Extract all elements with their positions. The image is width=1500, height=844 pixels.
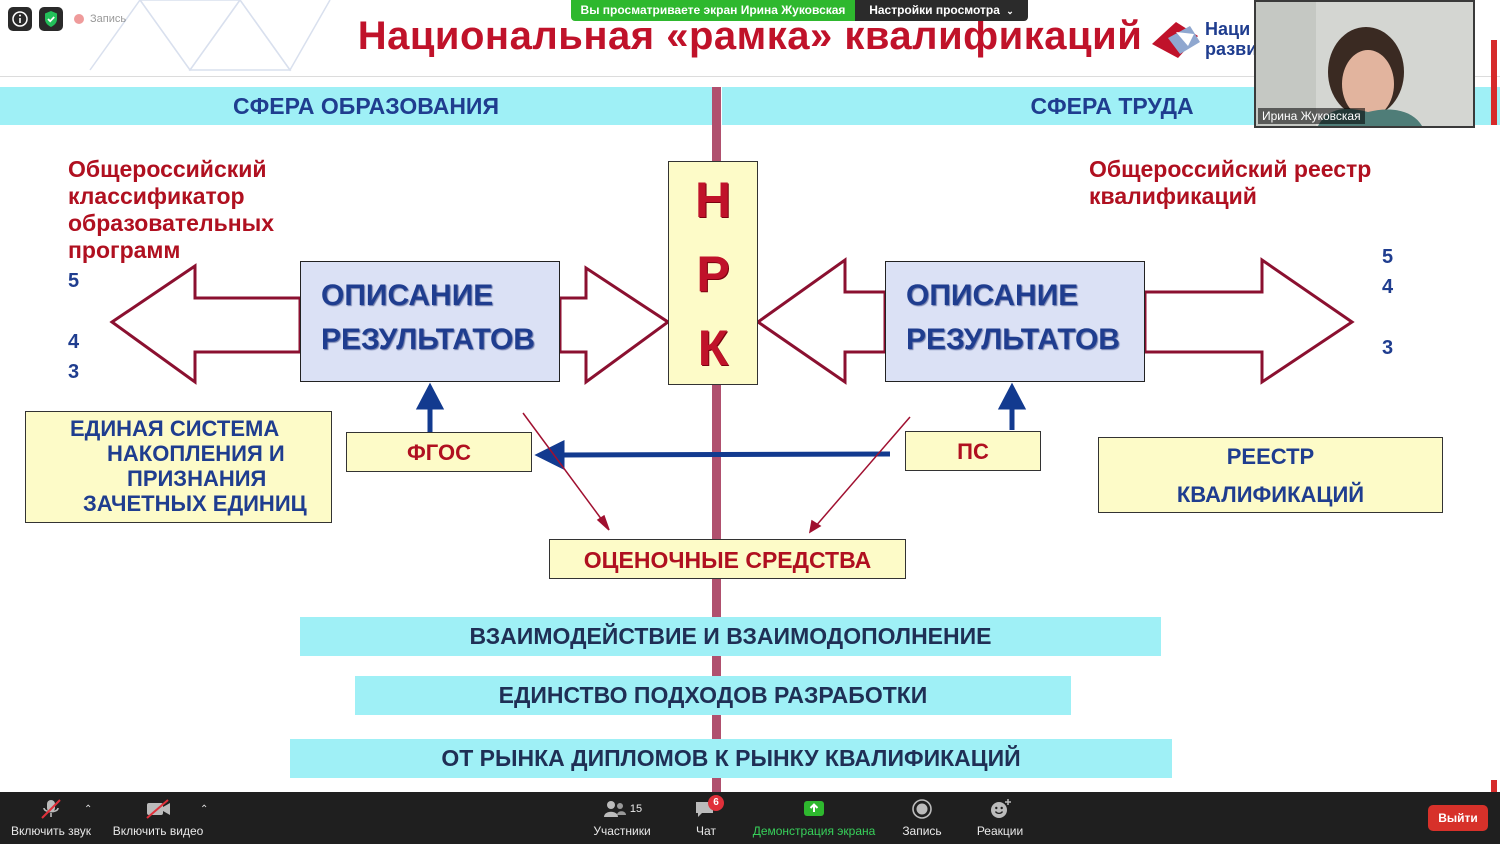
- market-transition-bar: ОТ РЫНКА ДИПЛОМОВ К РЫНКУ КВАЛИФИКАЦИЙ: [290, 739, 1172, 778]
- reactions-button[interactable]: Реакции: [972, 798, 1028, 838]
- education-sphere-band: СФЕРА ОБРАЗОВАНИЯ: [0, 87, 712, 125]
- right-registry-heading: Общероссийский реестр квалификаций: [1089, 156, 1372, 209]
- organization-logo-icon: [1152, 22, 1200, 58]
- share-screen-icon: [804, 801, 824, 816]
- right-big-arrow: [1143, 257, 1355, 385]
- slide-edge-mark: [1491, 40, 1497, 125]
- share-screen-button[interactable]: Демонстрация экрана: [748, 798, 880, 838]
- central-axis-line: [712, 87, 721, 792]
- chat-unread-badge: 6: [708, 795, 724, 811]
- unmute-button[interactable]: Включить звук: [8, 798, 94, 838]
- left-inner-arrow: [558, 265, 671, 385]
- right-level-5: 5: [1382, 246, 1394, 268]
- recording-indicator: Запись: [74, 9, 126, 29]
- diagram-arrows: [109, 257, 1355, 534]
- record-dot-icon: [74, 14, 84, 24]
- participants-button[interactable]: 15 Участники: [588, 798, 656, 838]
- video-off-icon: [146, 799, 170, 819]
- left-level-3: 3: [68, 361, 80, 383]
- presenter-video-image: [1256, 2, 1473, 126]
- logo-text: Нaци разви: [1205, 19, 1258, 59]
- slide-edge-mark-bottom: [1491, 780, 1497, 792]
- fgos-to-assessment-line: [522, 412, 606, 525]
- slide-title: Национальная «рамка» квалификаций: [357, 14, 1143, 58]
- meeting-info-icon[interactable]: [8, 7, 32, 31]
- interaction-bar: ВЗАИМОДЕЙСТВИЕ И ВЗАИМОДОПОЛНЕНИЕ: [300, 617, 1161, 656]
- credit-system-box: ЕДИНАЯ СИСТЕМА НАКОПЛЕНИЯ И ПРИЗНАНИЯ ЗА…: [25, 411, 332, 523]
- assessment-tools-box: ОЦЕНОЧНЫЕ СРЕДСТВА: [549, 539, 906, 579]
- qualification-registry-box: РЕЕСТР КВАЛИФИКАЦИЙ: [1098, 437, 1443, 513]
- record-icon: [912, 799, 932, 819]
- left-classifier-heading: Общероссийский классификатор образовател…: [68, 156, 275, 263]
- start-video-button[interactable]: Включить видео: [110, 798, 206, 838]
- presenter-video-tile[interactable]: Ирина Жуковская: [1254, 0, 1475, 128]
- presenter-name-label: Ирина Жуковская: [1258, 108, 1365, 124]
- participants-count: 15: [629, 803, 643, 815]
- meeting-toolbar: Включить звук ⌃ Включить видео ⌃ 15 Учас…: [0, 792, 1500, 844]
- smiley-plus-icon: [991, 799, 1011, 818]
- audio-options-chevron-up-icon[interactable]: ⌃: [84, 804, 93, 815]
- left-level-5: 5: [68, 270, 80, 292]
- left-big-arrow: [109, 263, 302, 385]
- right-level-3: 3: [1382, 337, 1394, 359]
- slide-background-pattern: [89, 0, 331, 72]
- nrk-box: Н Р К: [668, 161, 758, 385]
- left-results-box: ОПИСАНИЕ РЕЗУЛЬТАТОВ: [300, 261, 560, 382]
- unity-approaches-bar: ЕДИНСТВО ПОДХОДОВ РАЗРАБОТКИ: [355, 676, 1071, 715]
- right-results-box: ОПИСАНИЕ РЕЗУЛЬТАТОВ: [885, 261, 1145, 382]
- ps-to-assessment-line: [814, 416, 911, 528]
- view-settings-button[interactable]: Настройки просмотра ⌄: [855, 0, 1028, 21]
- right-inner-arrow: [755, 257, 887, 385]
- screen-share-banner: Вы просматриваете экран Ирина Жуковская: [571, 0, 855, 21]
- record-button[interactable]: Запись: [898, 798, 946, 838]
- fgos-box: ФГОС: [346, 432, 532, 472]
- left-level-4: 4: [68, 331, 80, 353]
- participants-icon: [603, 801, 626, 817]
- chevron-down-icon: ⌄: [1006, 6, 1014, 16]
- ps-box: ПС: [905, 431, 1041, 471]
- leave-meeting-button[interactable]: Выйти: [1428, 805, 1488, 831]
- ps-to-fgos-arrow: [559, 451, 891, 458]
- encryption-shield-icon[interactable]: [39, 7, 63, 31]
- video-options-chevron-up-icon[interactable]: ⌃: [200, 804, 209, 815]
- header-divider: [0, 76, 1500, 77]
- muted-microphone-icon: [41, 799, 61, 819]
- right-level-4: 4: [1382, 276, 1394, 298]
